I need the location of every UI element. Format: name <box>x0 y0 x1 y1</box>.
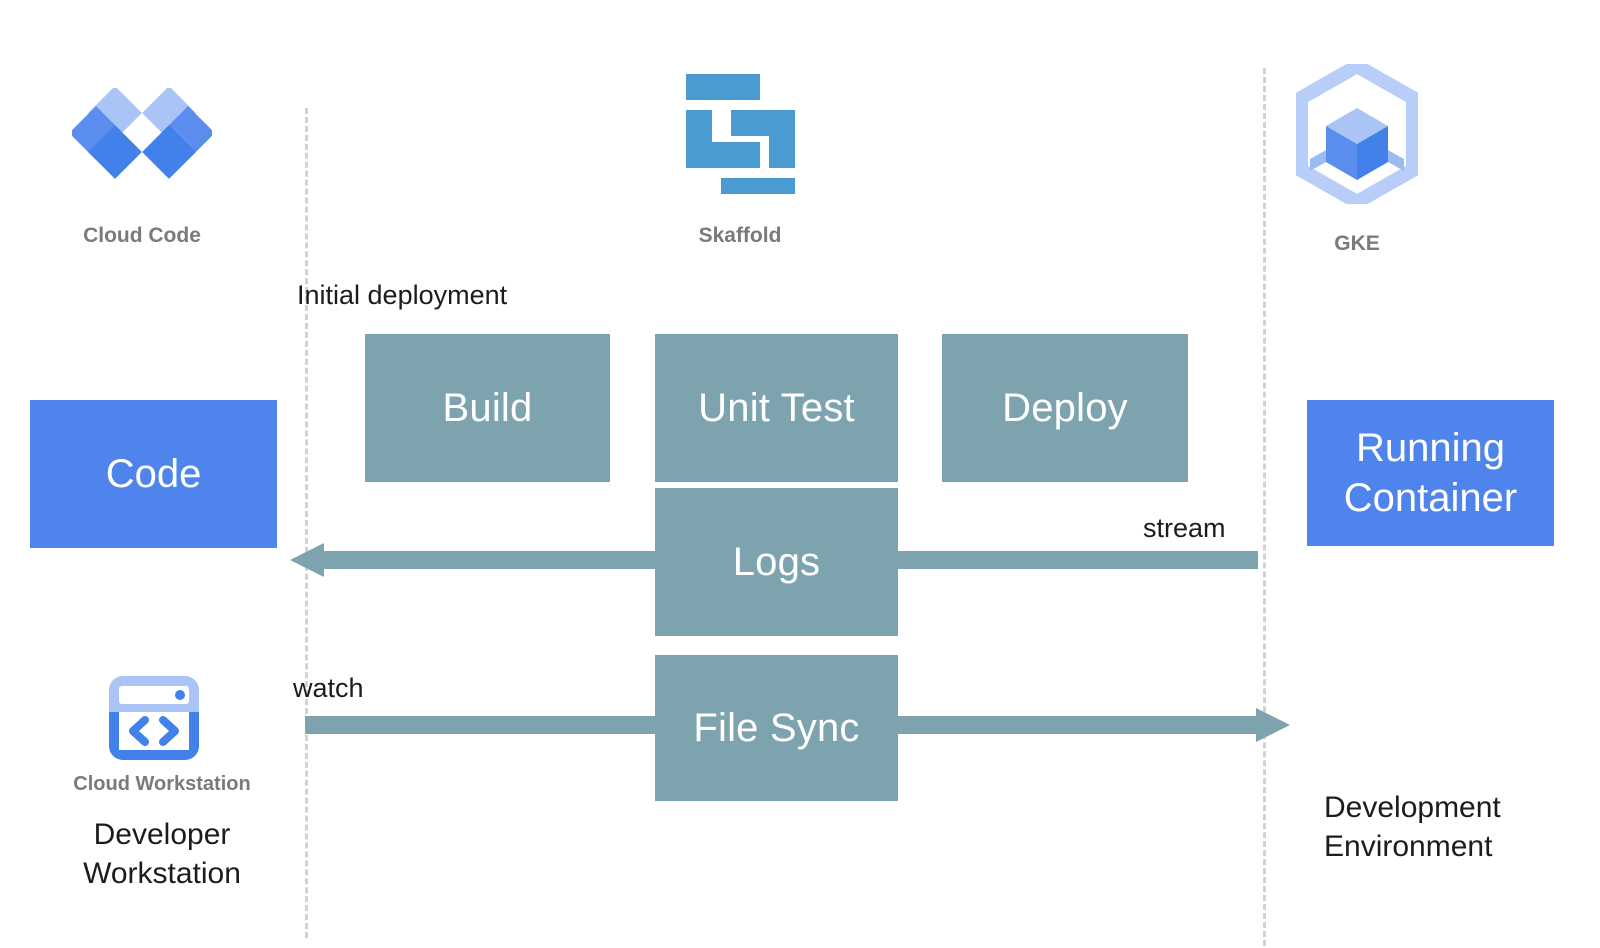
stage-logs[interactable]: Logs <box>655 488 898 636</box>
initial-deployment-label: Initial deployment <box>297 280 508 310</box>
skaffold-icon <box>683 72 798 204</box>
stream-label: stream <box>1143 513 1226 543</box>
zone-divider-right <box>1263 68 1266 946</box>
stage-unit-test[interactable]: Unit Test <box>655 334 898 482</box>
zone-divider-left <box>305 108 308 938</box>
developer-workstation-zone-label: Developer Workstation <box>83 818 241 890</box>
gke-icon <box>1294 57 1420 211</box>
running-container-box[interactable]: Running Container <box>1307 400 1554 546</box>
skaffold-caption: Skaffold <box>698 224 782 247</box>
gke-caption: GKE <box>1334 232 1380 255</box>
stage-build[interactable]: Build <box>365 334 610 482</box>
cloud-workstation-icon <box>105 672 203 764</box>
cloud-code-icon <box>69 86 215 196</box>
development-environment-zone-label: Development Environment <box>1324 791 1501 863</box>
watch-label: watch <box>293 673 364 703</box>
cloud-code-caption: Cloud Code <box>83 224 201 247</box>
stage-file-sync[interactable]: File Sync <box>655 655 898 801</box>
cloud-workstation-caption: Cloud Workstation <box>73 773 251 795</box>
stage-deploy[interactable]: Deploy <box>942 334 1188 482</box>
code-box[interactable]: Code <box>30 400 277 548</box>
